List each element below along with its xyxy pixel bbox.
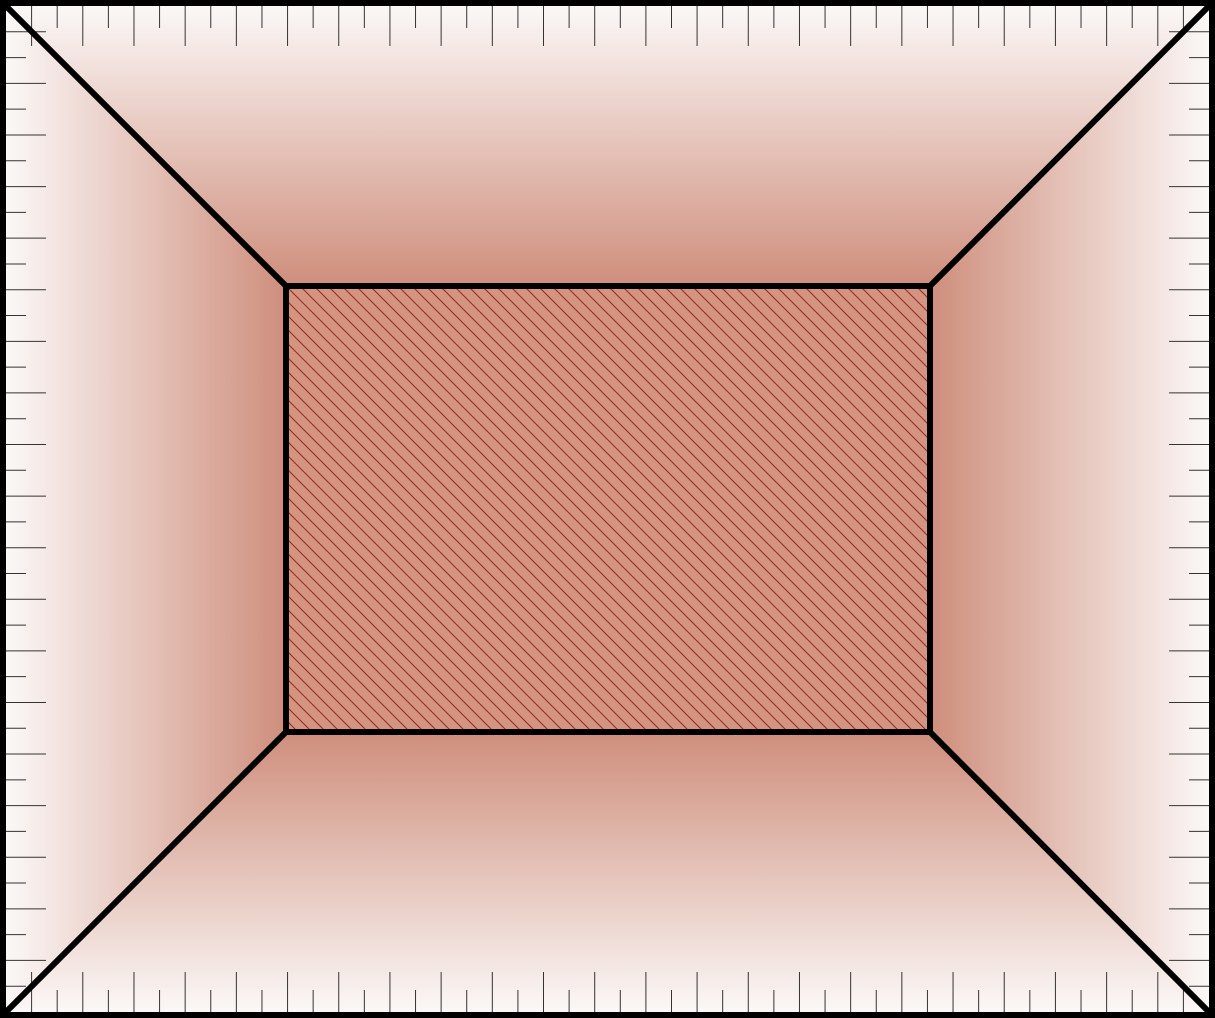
edge-bottom-right-diagonal — [925, 727, 1214, 1017]
right-wall — [930, 6, 1209, 1012]
left-wall — [6, 6, 286, 1012]
back-wall-hatched — [286, 286, 930, 732]
edge-top-left-diagonal — [1, 1, 291, 291]
back-wall-border — [283, 283, 933, 735]
edge-bottom-left-diagonal — [1, 727, 291, 1017]
bottom-wall — [6, 732, 1209, 1012]
edge-top-right-diagonal — [925, 1, 1214, 291]
top-wall — [6, 6, 1209, 286]
edge-ticks — [6, 6, 1209, 1012]
